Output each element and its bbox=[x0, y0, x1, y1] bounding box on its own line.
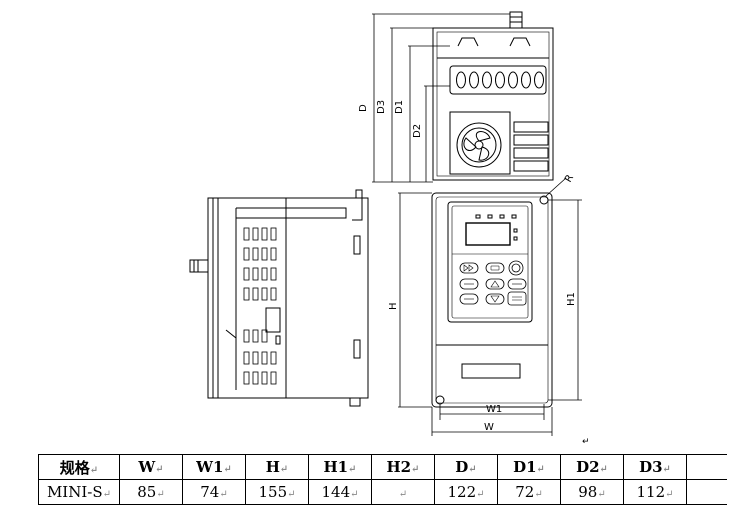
fan-icon bbox=[456, 122, 502, 168]
dim-label-h: H bbox=[388, 302, 399, 310]
dim-label-d3: D3 bbox=[376, 100, 387, 114]
vent-slots bbox=[456, 71, 544, 89]
table-cell: 122↵ bbox=[434, 479, 498, 505]
depth-dimensions bbox=[372, 13, 510, 183]
keypad bbox=[459, 260, 527, 306]
table-header-row: 规格↵ W↵ W1↵ H↵ H1↵ H2↵ D↵ D1↵ D2↵ D3↵ bbox=[38, 454, 727, 480]
header-cell-h1: H1↵ bbox=[308, 454, 372, 480]
table-cell-empty bbox=[686, 479, 727, 505]
table-row: MINI-S↵ 85↵ 74↵ 155↵ 144↵ ↵ 122↵ 72↵ 98↵… bbox=[38, 479, 727, 505]
table-cell: 72↵ bbox=[497, 479, 561, 505]
dim-label-d1: D1 bbox=[394, 100, 405, 114]
table-cell: 85↵ bbox=[119, 479, 183, 505]
dimension-spec-table: 规格↵ W↵ W1↵ H↵ H1↵ H2↵ D↵ D1↵ D2↵ D3↵ MIN… bbox=[38, 454, 727, 505]
side-vent-slots bbox=[243, 227, 277, 385]
display-window bbox=[465, 222, 511, 246]
dim-label-h1: H1 bbox=[566, 292, 577, 306]
header-cell-spec: 规格↵ bbox=[38, 454, 120, 480]
table-cell: ↵ bbox=[371, 479, 435, 505]
header-cell-h2: H2↵ bbox=[371, 454, 435, 480]
dim-label-d2: D2 bbox=[412, 124, 423, 138]
dim-label-w: W bbox=[484, 422, 494, 433]
table-cell: 98↵ bbox=[560, 479, 624, 505]
paragraph-mark: ↵ bbox=[582, 437, 590, 447]
table-cell: 74↵ bbox=[182, 479, 246, 505]
table-cell: 144↵ bbox=[308, 479, 372, 505]
table-cell-empty bbox=[686, 454, 727, 480]
dim-label-r: R bbox=[563, 173, 576, 185]
top-view bbox=[432, 11, 554, 181]
inverter-dimension-drawing: D D3 D1 D2 bbox=[189, 11, 590, 447]
header-cell-d2: D2↵ bbox=[560, 454, 624, 480]
status-leds bbox=[475, 214, 518, 241]
height-width-dimensions bbox=[398, 177, 582, 436]
table-cell: MINI-S↵ bbox=[38, 479, 120, 505]
header-cell-d: D↵ bbox=[434, 454, 498, 480]
header-cell-d1: D1↵ bbox=[497, 454, 561, 480]
dim-label-d: D bbox=[358, 104, 369, 112]
table-cell: 155↵ bbox=[245, 479, 309, 505]
side-view bbox=[189, 189, 369, 407]
table-cell: 112↵ bbox=[623, 479, 687, 505]
header-cell-h: H↵ bbox=[245, 454, 309, 480]
front-view bbox=[431, 192, 553, 408]
header-cell-w1: W1↵ bbox=[182, 454, 246, 480]
header-cell-d3: D3↵ bbox=[623, 454, 687, 480]
dim-label-w1: W1 bbox=[486, 404, 502, 415]
header-cell-w: W↵ bbox=[119, 454, 183, 480]
